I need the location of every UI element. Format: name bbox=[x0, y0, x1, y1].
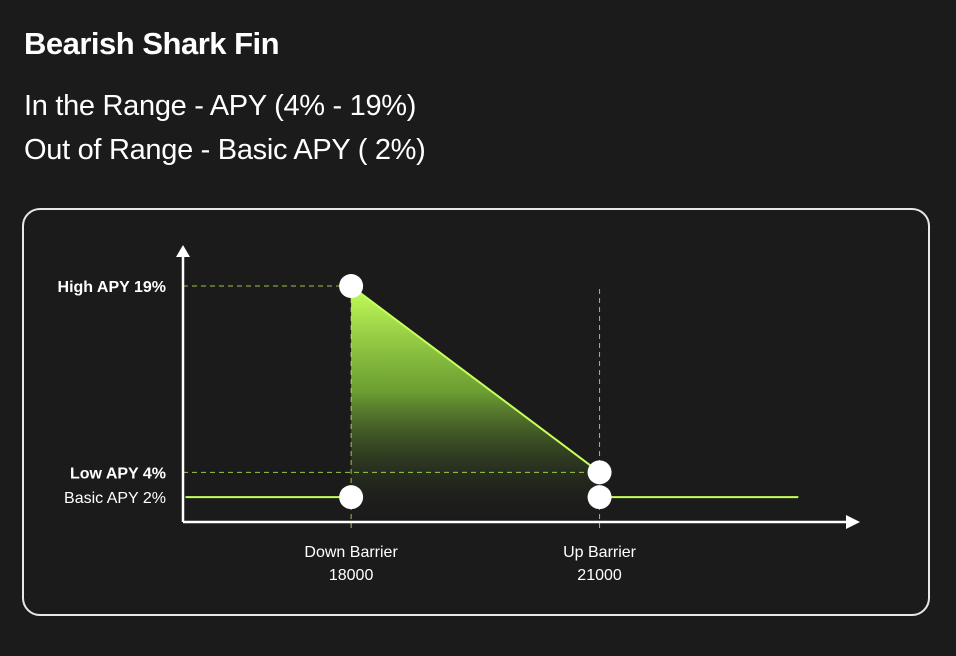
x-tick-label-0: Down Barrier bbox=[304, 544, 398, 561]
out-of-range-subtitle: Out of Range - Basic APY ( 2%) bbox=[24, 134, 426, 166]
chart-card bbox=[22, 208, 930, 616]
fin-top-line bbox=[350, 285, 601, 474]
x-tick-value-0: 18000 bbox=[329, 567, 374, 584]
marker-point-3 bbox=[587, 485, 612, 510]
marker-point-0 bbox=[339, 274, 364, 299]
marker-point-1 bbox=[587, 460, 612, 485]
fin-area bbox=[351, 286, 600, 522]
x-axis-arrow bbox=[846, 515, 860, 529]
x-tick-value-1: 21000 bbox=[577, 567, 622, 584]
x-tick-label-1: Up Barrier bbox=[563, 544, 637, 561]
y-axis-arrow bbox=[176, 245, 190, 257]
in-range-subtitle: In the Range - APY (4% - 19%) bbox=[24, 90, 417, 122]
marker-point-2 bbox=[339, 485, 364, 510]
y-tick-label-2: Basic APY 2% bbox=[64, 490, 166, 507]
y-tick-label-1: Low APY 4% bbox=[70, 465, 166, 482]
y-tick-label-0: High APY 19% bbox=[58, 279, 166, 296]
chart-title: Bearish Shark Fin bbox=[24, 26, 280, 61]
